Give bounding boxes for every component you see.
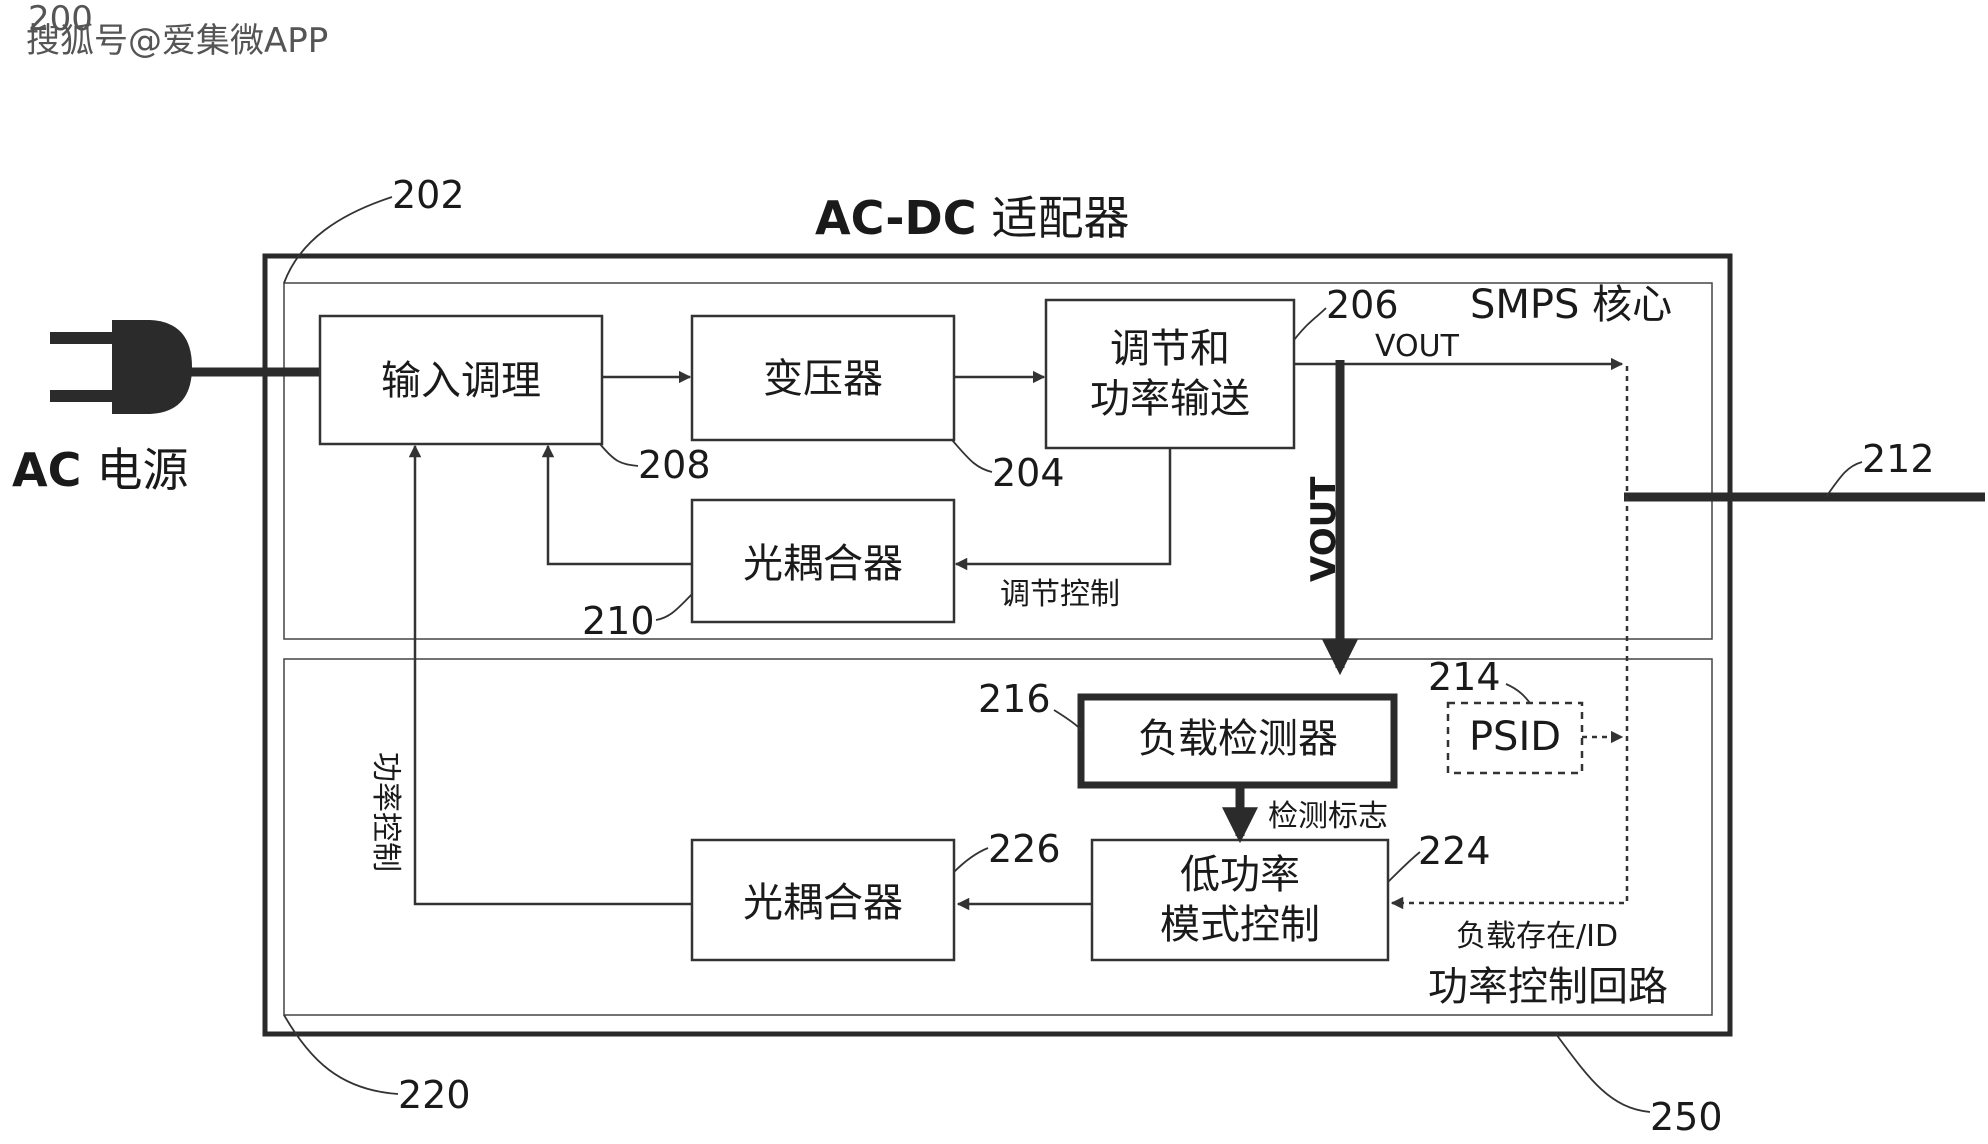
ac-source-rest: 电源 xyxy=(96,443,188,497)
ref-208: 208 xyxy=(638,443,711,487)
power-control-arrow xyxy=(408,444,692,906)
ref-214-leader xyxy=(1505,683,1531,704)
regulation-label-line1: 调节和 xyxy=(1110,326,1230,372)
optocoupler-bottom-block xyxy=(690,838,956,962)
low-power-mode-line2: 模式控制 xyxy=(1160,902,1320,948)
ref-212: 212 xyxy=(1862,437,1935,481)
adapter-enclosure xyxy=(262,253,1733,1037)
regulation-control-label: 调节控制 xyxy=(1000,577,1120,612)
power-control-loop-label: 功率控制回路 xyxy=(1428,964,1668,1010)
regulation-label-line2: 功率输送 xyxy=(1090,376,1250,422)
ref-226-leader xyxy=(953,847,989,873)
transformer-block xyxy=(690,314,956,442)
ref-220: 220 xyxy=(398,1073,471,1117)
power-control-label: 功率控制 xyxy=(368,752,403,872)
vout-horizontal-label: VOUT xyxy=(1375,329,1460,364)
optocoupler-top-to-input-arrow xyxy=(541,444,692,566)
optocoupler-bottom-label: 光耦合器 xyxy=(743,880,903,926)
figure-number: 200 xyxy=(28,0,93,39)
ref-226: 226 xyxy=(988,827,1061,871)
load-detector-label: 负载检测器 xyxy=(1138,716,1338,762)
ac-source-label: AC 电源 xyxy=(12,443,188,497)
smps-core-label: SMPS 核心 xyxy=(1470,282,1672,328)
transformer-label: 变压器 xyxy=(763,356,883,402)
ref-220-leader xyxy=(283,1014,399,1095)
ref-202-leader xyxy=(283,196,393,284)
ref-216: 216 xyxy=(978,677,1051,721)
input-conditioning-block xyxy=(318,314,604,446)
ref-208-leader xyxy=(599,443,639,467)
power-control-loop-panel xyxy=(283,658,1713,1016)
optocoupler-top-label: 光耦合器 xyxy=(743,541,903,587)
ref-216-leader xyxy=(1053,709,1082,731)
load-present-id-line xyxy=(1390,366,1629,910)
ref-204: 204 xyxy=(992,451,1065,495)
ref-206: 206 xyxy=(1326,283,1399,327)
vout-vertical-label: VOUT xyxy=(1304,476,1344,582)
ref-210: 210 xyxy=(582,599,655,643)
ac-source-bold: AC xyxy=(12,443,81,497)
adapter-title-rest: 适配器 xyxy=(992,191,1130,245)
detection-flag-label: 检测标志 xyxy=(1268,799,1388,834)
ref-250-leader xyxy=(1555,1033,1651,1113)
ref-214: 214 xyxy=(1428,655,1501,699)
ref-210-leader xyxy=(655,593,693,621)
load-present-id-label: 负载存在/ID xyxy=(1456,919,1618,954)
ref-224: 224 xyxy=(1418,829,1491,873)
smps-core-panel xyxy=(283,282,1713,640)
input-conditioning-label: 输入调理 xyxy=(381,358,541,404)
ref-202: 202 xyxy=(392,173,465,217)
ref-250: 250 xyxy=(1650,1095,1723,1139)
ac-plug-icon xyxy=(50,320,320,414)
adapter-title-bold: AC-DC xyxy=(815,191,976,245)
ref-212-leader xyxy=(1825,461,1863,498)
regulation-block xyxy=(1044,298,1296,450)
ref-224-leader xyxy=(1387,851,1421,883)
optocoupler-top-block xyxy=(690,498,956,624)
ref-206-leader xyxy=(1293,307,1327,341)
psid-block xyxy=(1446,701,1584,775)
psid-label: PSID xyxy=(1469,714,1561,760)
low-power-mode-line1: 低功率 xyxy=(1180,852,1300,898)
adapter-title: AC-DC 适配器 xyxy=(815,191,1130,245)
regulation-control-arrow xyxy=(954,448,1172,571)
load-detector-block xyxy=(1077,693,1398,789)
ref-204-leader xyxy=(951,439,993,473)
watermark: 搜狐号@爱集微APP xyxy=(26,21,328,61)
